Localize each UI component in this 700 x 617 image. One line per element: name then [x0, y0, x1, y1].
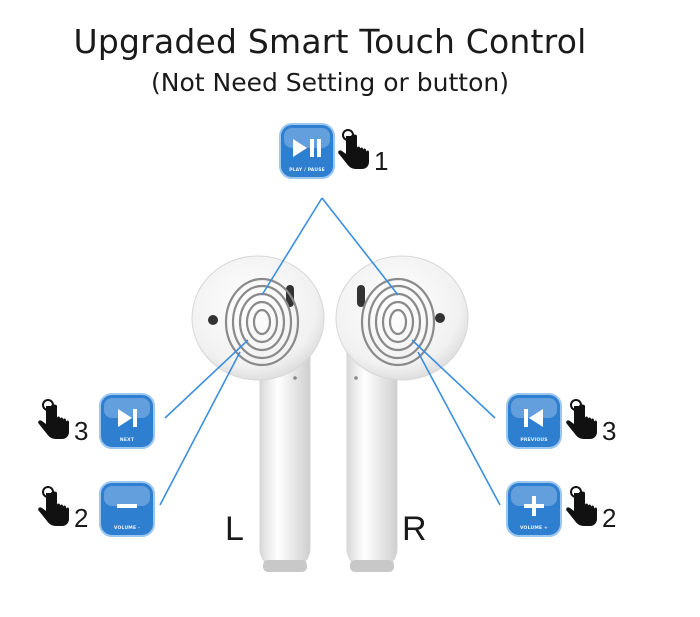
- tap-hand-icon: [566, 485, 606, 529]
- play-pause-icon: [293, 139, 321, 157]
- right-earbud-label: R: [402, 510, 427, 548]
- play-pause-label: PLAY / PAUSE: [289, 168, 325, 173]
- next-label: NEXT: [119, 438, 135, 443]
- volume-down-button: VOLUME -: [98, 480, 156, 538]
- plus-icon: [524, 496, 544, 516]
- next-track-icon: [118, 409, 137, 427]
- connector-lines: [159, 197, 501, 506]
- next-button: NEXT: [98, 392, 156, 450]
- tap-hand-icon: [566, 398, 606, 442]
- volume-down-label: VOLUME -: [113, 526, 141, 531]
- volume-up-label: VOLUME +: [519, 526, 549, 531]
- play-pause-tap-count: 1: [374, 146, 389, 176]
- previous-label: PREVIOUS: [520, 438, 548, 443]
- page-title: Upgraded Smart Touch Control: [73, 22, 587, 61]
- right-fingerprint-icon: [360, 277, 436, 367]
- minus-icon: [117, 504, 137, 508]
- previous-track-icon: [524, 409, 543, 427]
- previous-tap-count: 3: [602, 416, 617, 446]
- volume-up-button: VOLUME +: [505, 480, 563, 538]
- right-earbud: [335, 255, 469, 572]
- volume-down-tap-count: 2: [74, 503, 89, 533]
- left-fingerprint-icon: [224, 277, 300, 367]
- tap-hand-icon: [338, 128, 378, 172]
- volume-up-tap-count: 2: [602, 503, 617, 533]
- left-earbud: [191, 255, 325, 572]
- left-earbud-label: L: [225, 510, 244, 548]
- previous-button: PREVIOUS: [505, 392, 563, 450]
- tap-hand-icon: [38, 398, 78, 442]
- page-subtitle: (Not Need Setting or button): [151, 68, 509, 97]
- play-pause-button: PLAY / PAUSE: [278, 122, 336, 180]
- next-tap-count: 3: [74, 416, 89, 446]
- tap-hand-icon: [38, 485, 78, 529]
